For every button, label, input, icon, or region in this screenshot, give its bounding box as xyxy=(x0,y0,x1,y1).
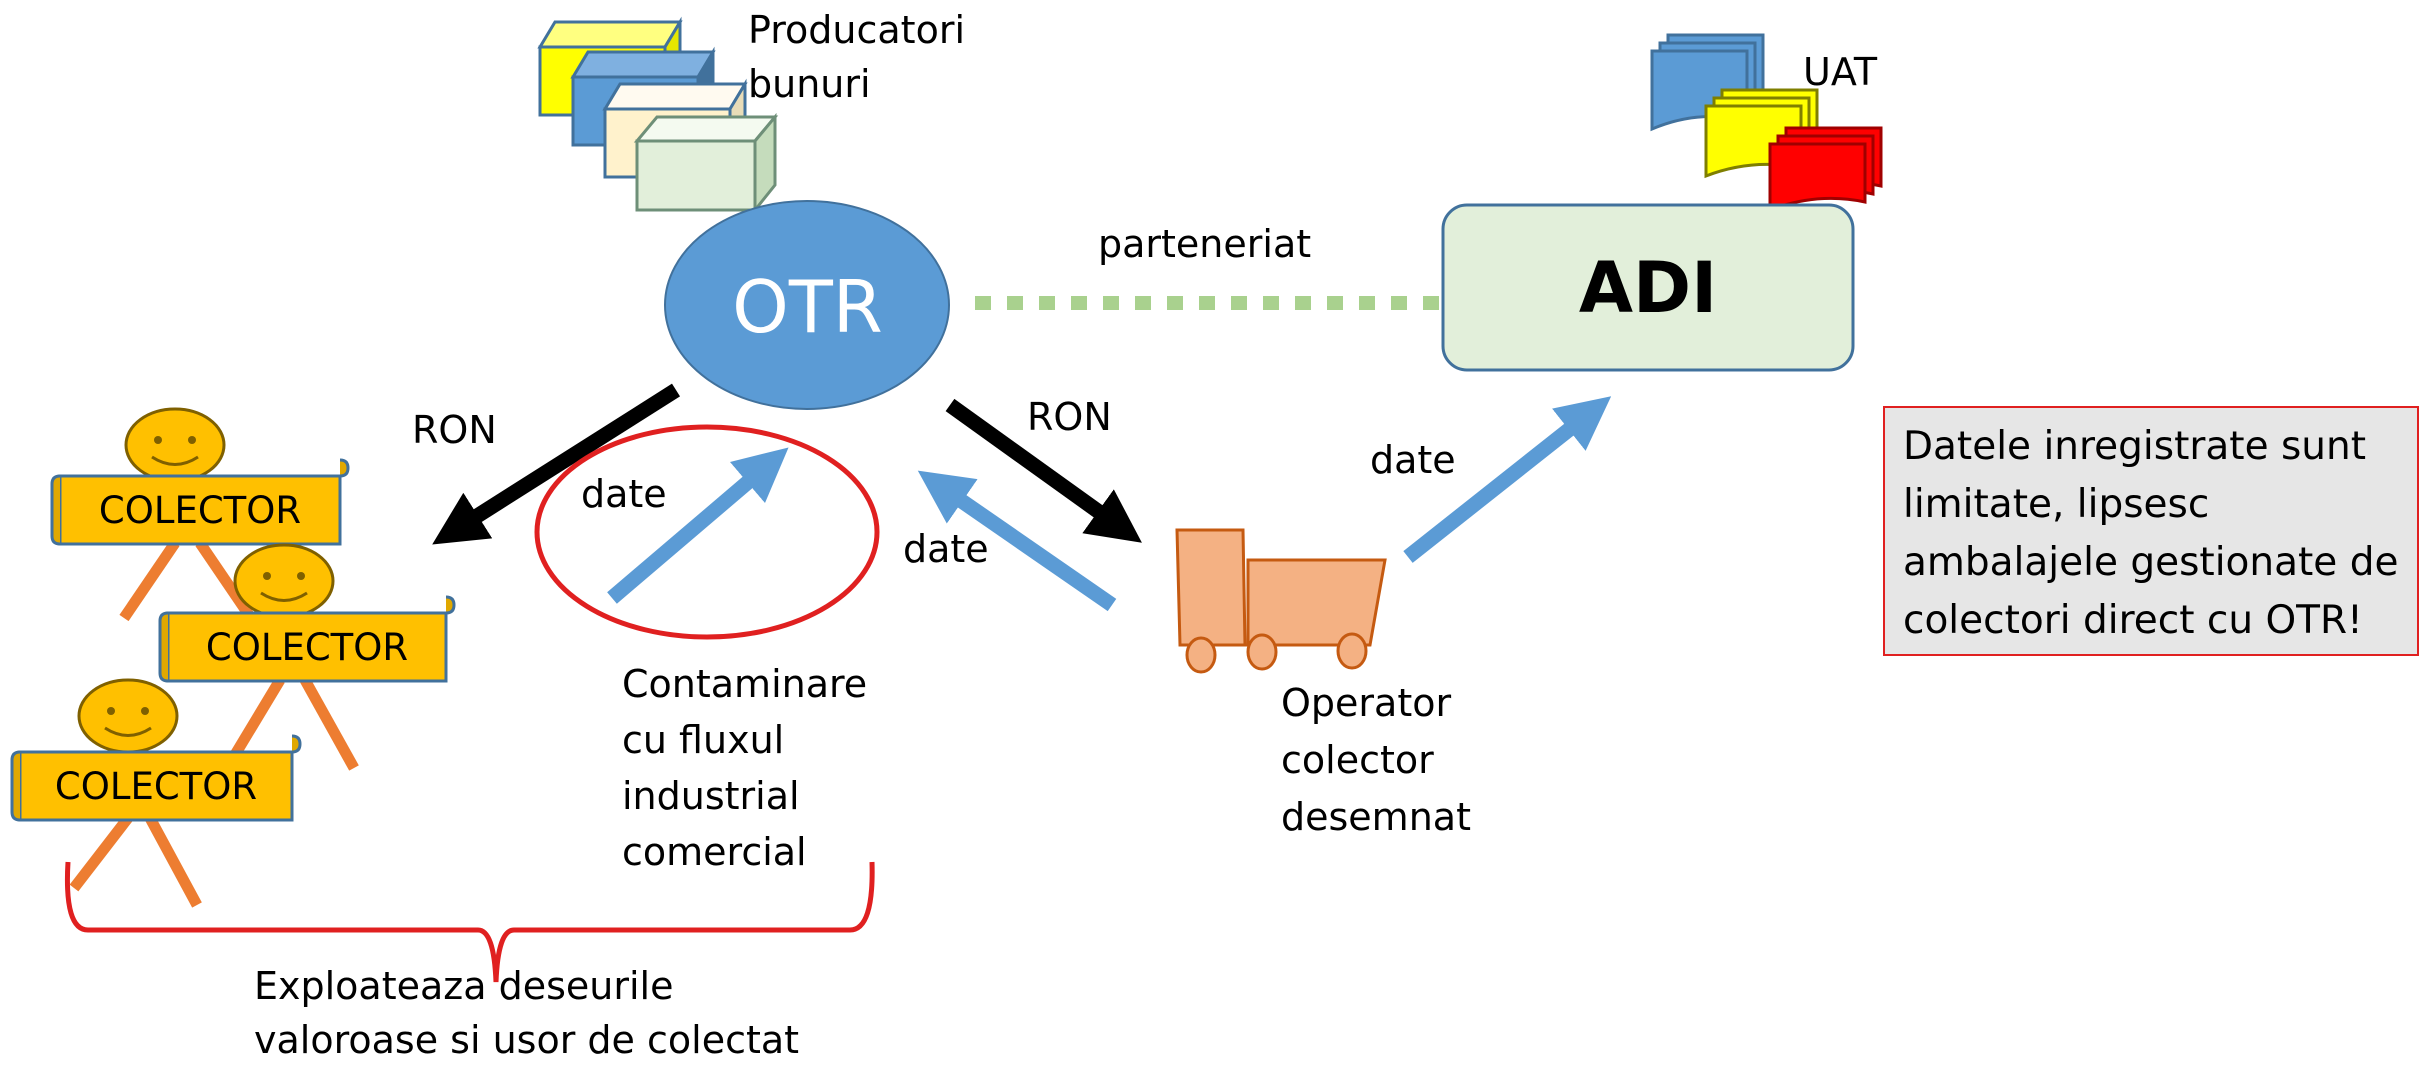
info-line-3: ambalajele gestionate de xyxy=(1903,540,2399,585)
uat-documents-icon xyxy=(1650,33,1883,213)
contaminare-line3: industrial xyxy=(622,774,800,818)
info-line-4: colectori direct cu OTR! xyxy=(1903,598,2363,643)
adi-node xyxy=(1441,203,1855,372)
ron-arrow-colectori xyxy=(432,383,681,545)
collector-figure-2 xyxy=(158,543,456,771)
info-line-1: Datele inregistrate sunt xyxy=(1903,424,2367,469)
date-arrow-return xyxy=(917,470,1117,612)
uat-label: UAT xyxy=(1803,50,1878,94)
colector-label-3: COLECTOR xyxy=(54,764,258,808)
parteneriat-label: parteneriat xyxy=(1098,222,1312,266)
colectori-brace xyxy=(64,861,875,983)
producatori-label-line2: bunuri xyxy=(748,62,871,106)
date-label-return: date xyxy=(903,527,989,571)
info-box: Datele inregistrate sunt limitate, lipse… xyxy=(1883,406,2419,656)
adi-label: ADI xyxy=(1578,246,1718,329)
operator-truck-icon xyxy=(1175,528,1387,674)
exploateaza-line1: Exploateaza deseurile xyxy=(254,964,674,1008)
collector-figure-1 xyxy=(50,407,350,622)
operator-label-line3: desemnat xyxy=(1281,795,1471,839)
collector-figure-3 xyxy=(10,678,302,908)
otr-node xyxy=(664,200,950,410)
contaminare-line1: Contaminare xyxy=(622,662,868,706)
producatori-boxes-icon xyxy=(537,16,779,215)
operator-label-line2: colector xyxy=(1281,738,1434,782)
ron-label-right: RON xyxy=(1027,395,1112,439)
otr-label: OTR xyxy=(732,265,883,349)
ron-arrow-operator xyxy=(945,398,1142,543)
date-label-circle: date xyxy=(581,472,667,516)
date-arrow-adi xyxy=(1403,396,1612,563)
contaminare-line2: cu fluxul xyxy=(622,718,785,762)
exploateaza-line2: valoroase si usor de colectat xyxy=(254,1018,800,1062)
info-line-2: limitate, lipsesc xyxy=(1903,482,2210,527)
ron-label-left: RON xyxy=(412,408,497,452)
date-arrow-circle xyxy=(607,447,789,604)
colector-label-1: COLECTOR xyxy=(98,488,302,532)
contaminare-line4: comercial xyxy=(622,830,807,874)
date-label-adi: date xyxy=(1370,438,1456,482)
colector-label-2: COLECTOR xyxy=(205,625,409,669)
contaminare-highlight-circle xyxy=(534,424,880,640)
producatori-label-line1: Producatori xyxy=(748,8,965,52)
operator-label-line1: Operator xyxy=(1281,681,1452,725)
